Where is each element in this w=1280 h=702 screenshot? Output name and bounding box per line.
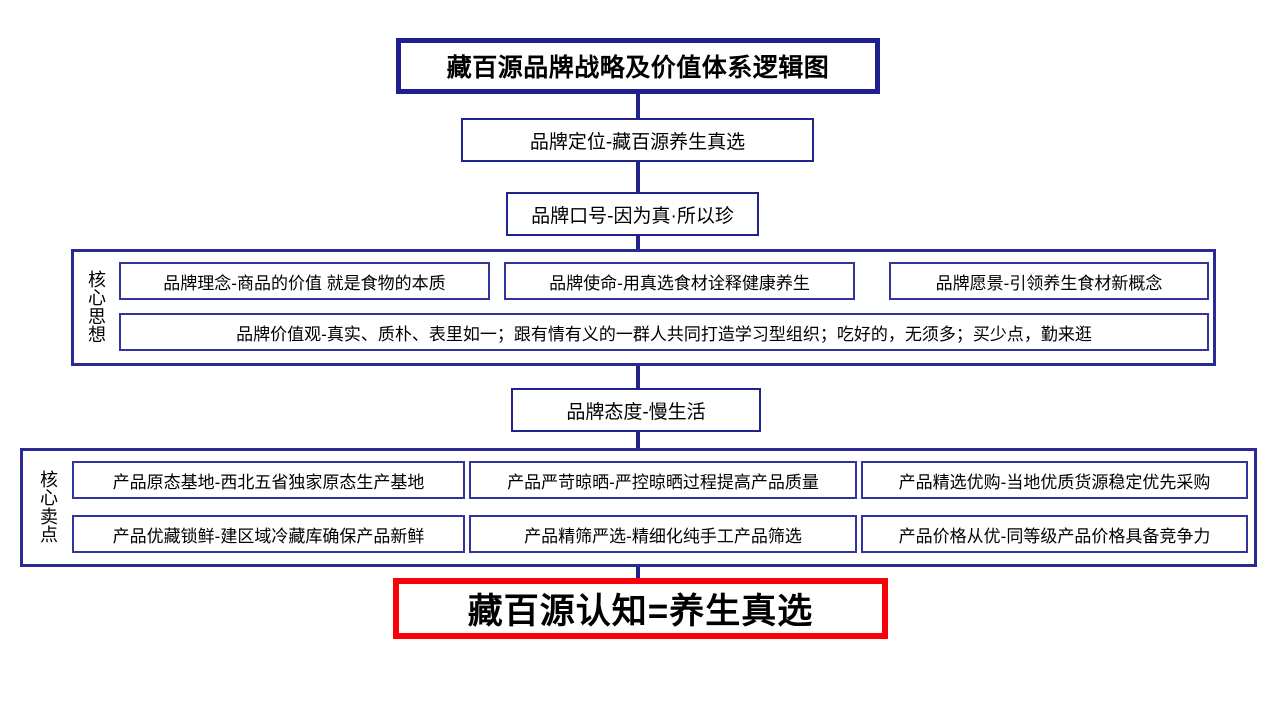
connector-positioning-to-slogan — [636, 162, 640, 192]
connector-core-thought-to-attitude — [636, 366, 640, 388]
core-thought-label-char-3: 思 — [88, 306, 106, 327]
selling-point-cold-storage-label: 产品优藏锁鲜-建区域冷藏库确保产品新鲜 — [112, 526, 425, 546]
connector-attitude-to-selling-points — [636, 432, 640, 449]
selling-point-preferred-purchase-label: 产品精选优购-当地优质货源稳定优先采购 — [898, 472, 1211, 492]
selling-point-origin-base: 产品原态基地-西北五省独家原态生产基地 — [72, 461, 465, 499]
selling-point-fine-screening: 产品精筛严选-精细化纯手工产品筛选 — [469, 515, 857, 553]
selling-points-side-label: 核 心 卖 点 — [30, 451, 68, 564]
core-thought-item-values-label: 品牌价值观-真实、质朴、表里如一；跟有情有义的一群人共同打造学习型组织；吃好的，… — [236, 324, 1092, 344]
conclusion-label: 藏百源认知=养生真选 — [467, 592, 814, 631]
core-thought-item-vision: 品牌愿景-引领养生食材新概念 — [889, 262, 1209, 300]
core-thought-item-mission-label: 品牌使命-用真选食材诠释健康养生 — [549, 273, 810, 293]
selling-points-label-char-2: 心 — [40, 488, 58, 509]
core-thought-side-label: 核 心 思 想 — [79, 252, 115, 363]
core-thought-label-char-1: 核 — [88, 269, 106, 290]
connector-title-to-positioning — [636, 94, 640, 118]
selling-points-label-char-1: 核 — [40, 469, 58, 490]
connector-slogan-to-core-thought — [636, 236, 640, 250]
core-thought-label-char-4: 想 — [88, 324, 106, 345]
selling-point-cold-storage: 产品优藏锁鲜-建区域冷藏库确保产品新鲜 — [72, 515, 465, 553]
brand-attitude-label: 品牌态度-慢生活 — [566, 401, 706, 423]
core-thought-item-concept: 品牌理念-商品的价值 就是食物的本质 — [119, 262, 490, 300]
brand-slogan-label: 品牌口号-因为真·所以珍 — [531, 205, 734, 227]
selling-point-strict-drying: 产品严苛晾晒-严控晾晒过程提高产品质量 — [469, 461, 857, 499]
conclusion-box: 藏百源认知=养生真选 — [393, 578, 888, 639]
diagram-title-box: 藏百源品牌战略及价值体系逻辑图 — [396, 38, 880, 94]
selling-point-preferred-purchase: 产品精选优购-当地优质货源稳定优先采购 — [861, 461, 1248, 499]
core-thought-item-vision-label: 品牌愿景-引领养生食材新概念 — [935, 273, 1163, 293]
diagram-title: 藏百源品牌战略及价值体系逻辑图 — [446, 54, 830, 82]
brand-positioning-box: 品牌定位-藏百源养生真选 — [461, 118, 814, 162]
core-thought-item-mission: 品牌使命-用真选食材诠释健康养生 — [504, 262, 855, 300]
core-thought-item-concept-label: 品牌理念-商品的价值 就是食物的本质 — [163, 273, 446, 293]
connector-selling-points-to-conclusion — [636, 567, 640, 582]
selling-point-strict-drying-label: 产品严苛晾晒-严控晾晒过程提高产品质量 — [507, 472, 819, 492]
selling-point-price-advantage-label: 产品价格从优-同等级产品价格具备竞争力 — [898, 526, 1211, 546]
brand-attitude-box: 品牌态度-慢生活 — [511, 388, 761, 432]
selling-point-origin-base-label: 产品原态基地-西北五省独家原态生产基地 — [112, 472, 425, 492]
core-thought-label-char-2: 心 — [88, 288, 106, 309]
selling-points-label-char-3: 卖 — [40, 506, 58, 527]
brand-slogan-box: 品牌口号-因为真·所以珍 — [506, 192, 759, 236]
brand-positioning-label: 品牌定位-藏百源养生真选 — [529, 131, 746, 153]
core-thought-item-values: 品牌价值观-真实、质朴、表里如一；跟有情有义的一群人共同打造学习型组织；吃好的，… — [119, 313, 1209, 351]
selling-point-fine-screening-label: 产品精筛严选-精细化纯手工产品筛选 — [524, 526, 802, 546]
selling-point-price-advantage: 产品价格从优-同等级产品价格具备竞争力 — [861, 515, 1248, 553]
selling-points-label-char-4: 点 — [40, 524, 58, 545]
